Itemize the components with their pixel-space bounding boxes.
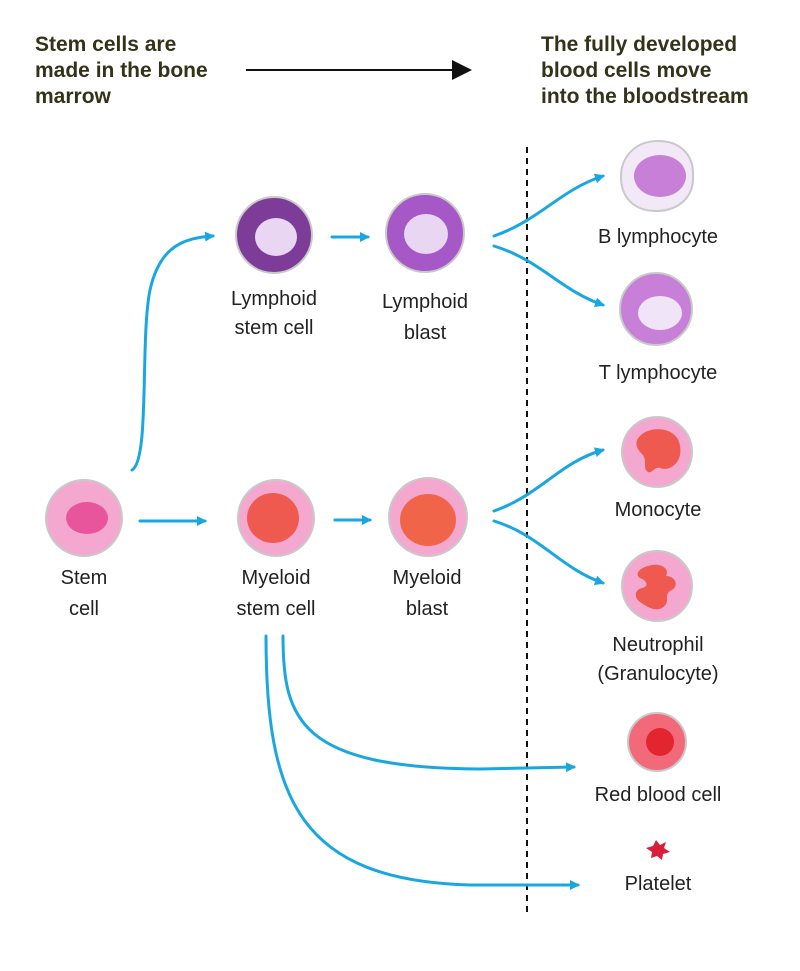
- arrow-to-neutrophil: [492, 519, 605, 586]
- platelet-label: Platelet: [624, 873, 692, 895]
- arrow-to-platelet: [264, 634, 580, 890]
- platelet-cell: [646, 840, 670, 860]
- header-right-line-3: into the bloodstream: [541, 85, 749, 108]
- neutrophil-label-2: (Granulocyte): [597, 663, 719, 685]
- arrow-to-t-lymphocyte: [492, 244, 605, 308]
- myeloid-stem-cell-label-2: stem cell: [236, 598, 316, 620]
- lymphoid-stem-cell: [235, 196, 313, 274]
- myeloid-blast-label-2: blast: [405, 598, 449, 620]
- b-lymphocyte-cell: [619, 139, 695, 213]
- neutrophil-cell: [621, 550, 693, 622]
- red-blood-cell-label: Red blood cell: [594, 784, 722, 806]
- myeloid-stem-cell-label-1: Myeloid: [241, 567, 311, 589]
- red-blood-cell: [627, 712, 687, 772]
- neutrophil-label-1: Neutrophil: [612, 634, 704, 656]
- stem-cell-label-1: Stem: [60, 567, 108, 589]
- header-right-line-2: blood cells move: [541, 59, 712, 82]
- lymphoid-stem-cell-label-1: Lymphoid: [231, 288, 317, 310]
- header-right-line-1: The fully developed: [541, 33, 738, 56]
- b-lymphocyte-label: B lymphocyte: [597, 226, 719, 248]
- header-left-line-1: Stem cells are: [35, 33, 177, 56]
- arrow-to-monocyte: [492, 447, 605, 513]
- header-left-line-2: made in the bone: [35, 59, 208, 82]
- monocyte-cell: [621, 416, 693, 488]
- stem-cell: [45, 479, 123, 557]
- monocyte-label: Monocyte: [614, 499, 702, 521]
- arrow-to-red-blood-cell: [281, 634, 576, 773]
- myeloid-stem-cell: [237, 479, 315, 557]
- lymphoid-blast-label-1: Lymphoid: [382, 291, 468, 313]
- lymphoid-blast: [385, 193, 465, 273]
- arrow-stem-to-lymphoid: [130, 231, 215, 472]
- lymphoid-blast-label-2: blast: [403, 322, 447, 344]
- arrow-to-b-lymphocyte: [492, 173, 605, 238]
- stem-cell-label-2: cell: [68, 598, 99, 620]
- myeloid-blast: [388, 477, 468, 557]
- t-lymphocyte-label: T lymphocyte: [598, 362, 718, 384]
- t-lymphocyte-cell: [619, 272, 693, 346]
- header-left-line-3: marrow: [35, 85, 111, 108]
- myeloid-blast-label-1: Myeloid: [392, 567, 462, 589]
- lymphoid-stem-cell-label-2: stem cell: [234, 317, 314, 339]
